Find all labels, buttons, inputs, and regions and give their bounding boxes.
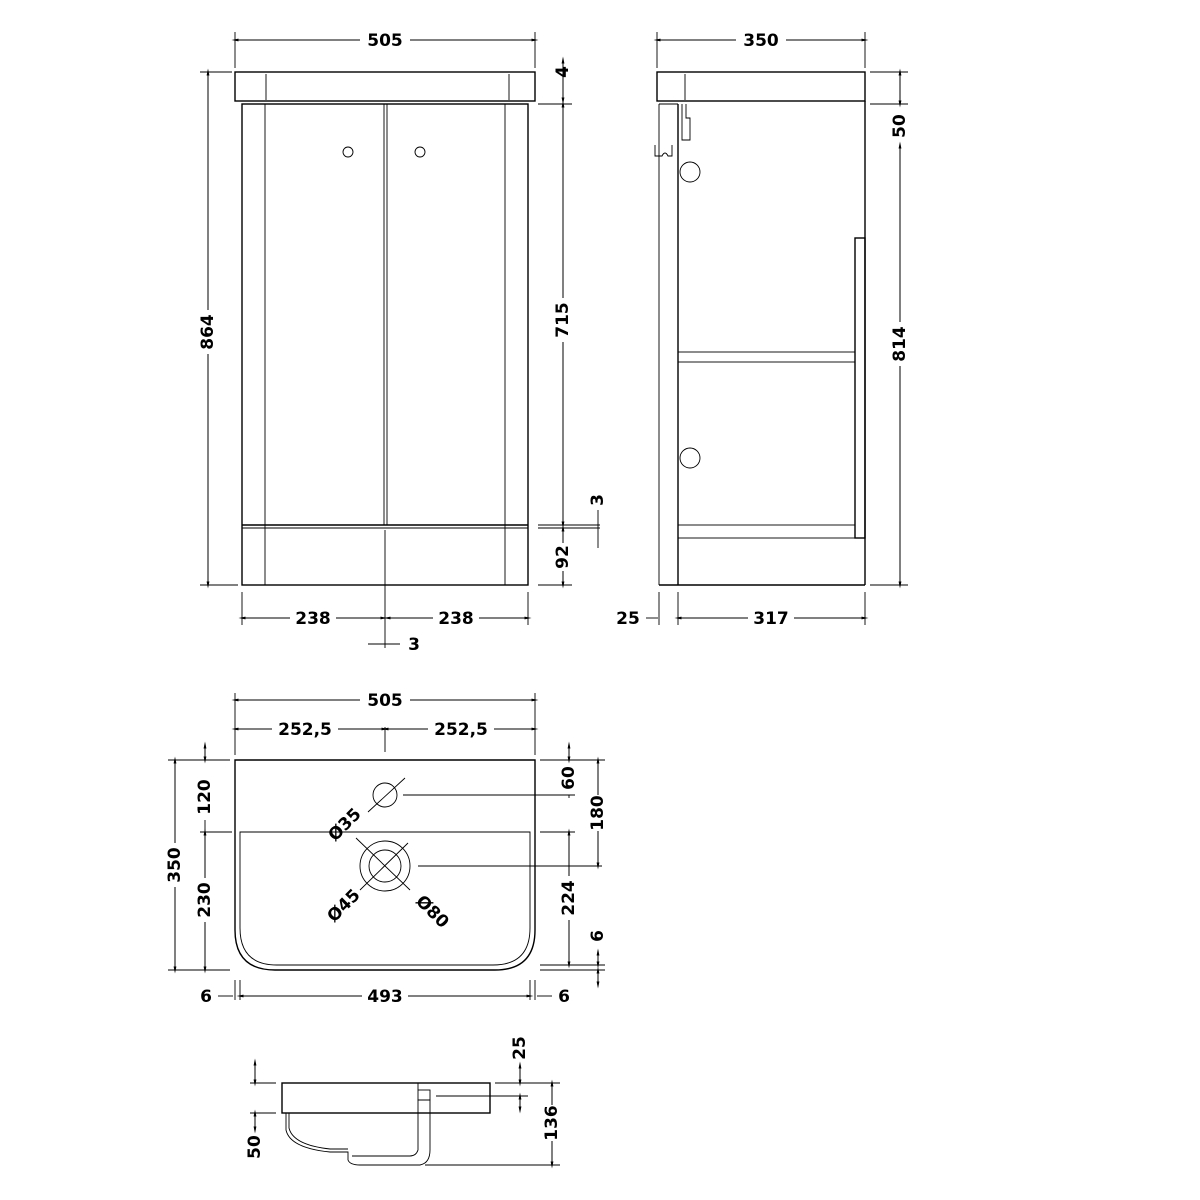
top-gap-label: 4: [553, 66, 573, 78]
bowl-to-waste-label: 224: [559, 880, 579, 916]
front-height-label: 864: [198, 314, 218, 350]
tap-hole: [372, 782, 398, 808]
carcass-depth-label: 317: [753, 609, 789, 629]
tap-offset-label: 60: [559, 766, 579, 790]
pipe-hole-lower: [679, 447, 701, 469]
waste-dia-label: Ø45: [323, 885, 364, 926]
rim-label: 6: [588, 930, 608, 942]
total-height-label: 136: [542, 1105, 562, 1141]
side-depth-label: 350: [743, 31, 779, 51]
door-left-width-label: 238: [295, 609, 331, 629]
tap-dia-label: Ø35: [324, 804, 365, 845]
door-gap-label: 3: [408, 635, 420, 655]
tap-height-label: 25: [510, 1036, 530, 1060]
basin-width-label: 505: [367, 691, 403, 711]
plinth-gap-label: 3: [588, 494, 608, 506]
side-dimensions: 350 50 814 25 317: [616, 30, 910, 629]
edge-left-label: 6: [200, 987, 212, 1007]
door-knob-left: [342, 146, 354, 158]
door-right-width-label: 238: [438, 609, 474, 629]
basin-dimensions: 505 252,5 252,5 350 120 230 60 180 224 6…: [165, 690, 608, 1007]
basin-depth-label: 350: [165, 847, 185, 883]
waste-offset-label: 180: [588, 795, 608, 831]
front-width-label: 505: [367, 31, 403, 51]
front-dimensions: 505 864 4 715 92 3 238 238 3: [198, 30, 608, 655]
door-height-label: 715: [553, 302, 573, 338]
waste-outer-dia-label: Ø80: [411, 891, 452, 932]
front-to-bowl-label: 120: [195, 779, 215, 815]
basin-plan: [234, 759, 536, 971]
basin-half-right-label: 252,5: [434, 720, 488, 740]
rim-height-label: 50: [245, 1135, 265, 1159]
pipe-hole-upper: [679, 161, 701, 183]
basin-profile: [281, 1082, 491, 1166]
back-gap-label: 25: [616, 609, 640, 629]
waste-inner: [368, 849, 402, 883]
door-knob-right: [414, 146, 426, 158]
front-view: [234, 71, 536, 586]
bowl-width-label: 493: [367, 987, 403, 1007]
side-top-label: 50: [890, 114, 910, 138]
waste-outer: [359, 840, 411, 892]
edge-right-label: 6: [558, 987, 570, 1007]
side-view: [654, 71, 866, 586]
plinth-label: 92: [553, 545, 573, 569]
side-height-label: 814: [890, 326, 910, 362]
bowl-depth-label: 230: [195, 882, 215, 918]
basin-half-left-label: 252,5: [278, 720, 332, 740]
profile-dimensions: 50 25 136: [245, 1036, 562, 1169]
